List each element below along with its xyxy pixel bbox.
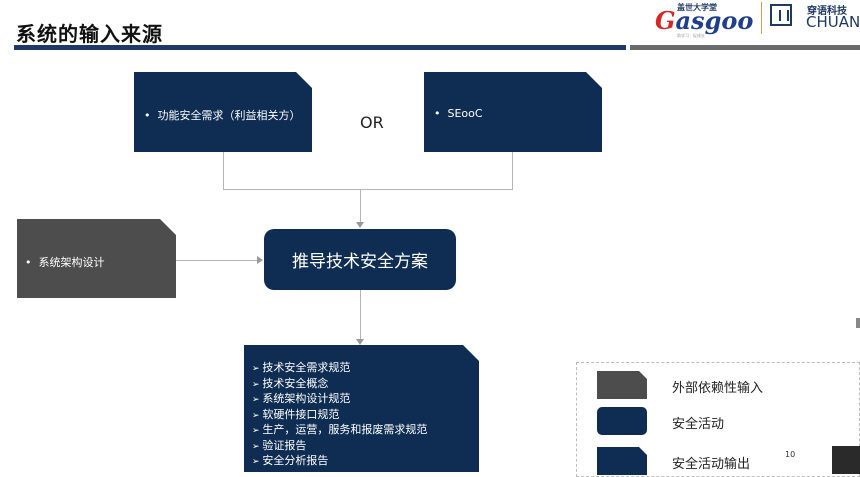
gasgoo-logo: 盖世大学堂 Gasgoo 助学习 · 促成长 bbox=[655, 2, 753, 38]
input-functional-safety-requirements: • 功能安全需求（利益相关方） bbox=[134, 72, 312, 152]
output-item: 软硬件接口规范 bbox=[252, 408, 479, 424]
edge-marker bbox=[856, 318, 860, 328]
chuan-logo: 穿语科技 CHUAN bbox=[770, 0, 860, 36]
connector-line bbox=[223, 152, 224, 190]
or-label: OR bbox=[360, 113, 384, 132]
page-title: 系统的输入来源 bbox=[16, 22, 163, 46]
legend-label: 安全活动输出 bbox=[672, 457, 751, 472]
legend-label: 安全活动 bbox=[672, 417, 725, 432]
connector-line bbox=[360, 290, 361, 340]
chuan-logo-cn: 穿语科技 bbox=[807, 6, 847, 17]
output-item: 安全分析报告 bbox=[252, 454, 479, 470]
output-item: 系统架构设计规范 bbox=[252, 392, 479, 408]
connector-line bbox=[512, 152, 513, 190]
input-functional-label: • 功能安全需求（利益相关方） bbox=[144, 109, 301, 122]
chuan-logo-en: CHUAN bbox=[806, 13, 860, 31]
gasgoo-logo-sub: 助学习 · 促成长 bbox=[677, 33, 705, 38]
gasgoo-logo-name: Gasgoo bbox=[655, 6, 754, 35]
connector-line bbox=[223, 189, 513, 190]
input-seooc-label: • SEooC bbox=[434, 107, 483, 120]
input-seooc: • SEooC bbox=[424, 72, 602, 152]
title-underline bbox=[14, 45, 626, 50]
legend-swatch-navy-cut bbox=[597, 447, 647, 475]
output-item: 验证报告 bbox=[252, 439, 479, 455]
output-item: 技术安全需求规范 bbox=[252, 361, 479, 377]
connector-line bbox=[360, 189, 361, 223]
arrow-right-icon bbox=[257, 256, 263, 264]
chuan-logo-icon bbox=[770, 4, 792, 26]
title-underline-gray bbox=[630, 45, 860, 50]
connector-line bbox=[176, 260, 258, 261]
input-system-architecture: • 系统架构设计 bbox=[17, 219, 176, 298]
arrow-down-icon bbox=[356, 339, 364, 345]
derive-technical-safety-concept: 推导技术安全方案 bbox=[264, 229, 456, 290]
input-architecture-label: • 系统架构设计 bbox=[25, 256, 105, 269]
activity-outputs: 技术安全需求规范 技术安全概念 系统架构设计规范 软硬件接口规范 生产，运营，服… bbox=[244, 345, 479, 472]
presenter-video-thumbnail bbox=[832, 446, 860, 474]
legend-swatch-gray bbox=[597, 371, 647, 399]
output-item: 生产，运营，服务和报废需求规范 bbox=[252, 423, 479, 439]
arrow-down-icon bbox=[356, 222, 364, 228]
outputs-list: 技术安全需求规范 技术安全概念 系统架构设计规范 软硬件接口规范 生产，运营，服… bbox=[244, 345, 479, 470]
logo-divider bbox=[761, 2, 762, 34]
legend: 外部依赖性输入 安全活动 安全活动输出 bbox=[576, 362, 860, 477]
output-item: 技术安全概念 bbox=[252, 377, 479, 393]
gasgoo-logo-top-text: 盖世大学堂 bbox=[677, 3, 717, 12]
legend-label: 外部依赖性输入 bbox=[672, 381, 764, 396]
page-number: 10 bbox=[785, 450, 796, 459]
legend-swatch-navy bbox=[597, 407, 647, 435]
